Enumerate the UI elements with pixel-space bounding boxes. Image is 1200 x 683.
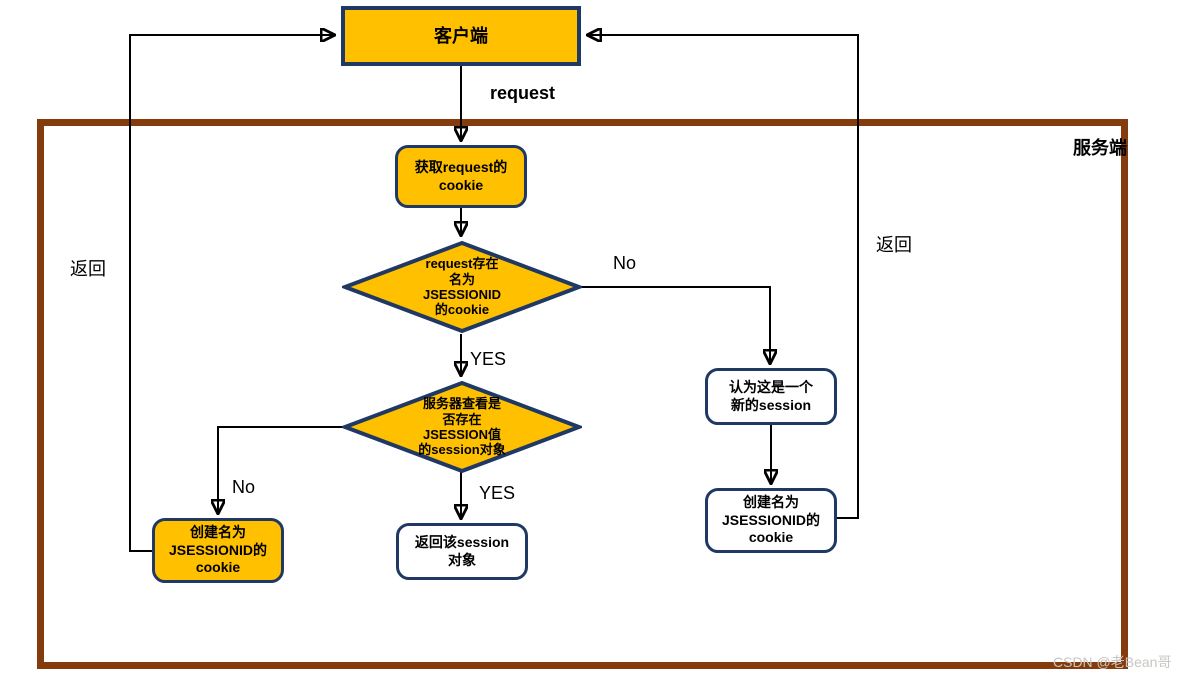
diamond-text: 服务器查看是 否存在 JSESSION值 的session对象 <box>418 396 506 458</box>
edge-check1-no-to-newsession <box>580 286 770 362</box>
label-yes-cookie: YES <box>470 349 507 369</box>
diamond-shape <box>339 240 585 334</box>
node-check-session-object: 服务器查看是 否存在 JSESSION值 的session对象 <box>339 380 585 474</box>
node-create-cookie-right: 创建名为 JSESSIONID的 cookie <box>705 488 837 553</box>
edge-check2-no-to-createcookie-left <box>218 426 344 512</box>
label-return-right: 返回 <box>876 235 912 255</box>
node-get-cookie: 获取request的 cookie <box>395 145 527 208</box>
label-yes-session: YES <box>479 483 516 503</box>
edge-return-left-to-client <box>129 35 333 552</box>
node-new-session: 认为这是一个 新的session <box>705 368 837 425</box>
node-client: 客户端 <box>341 6 581 66</box>
edge-return-right-to-client <box>589 35 859 519</box>
label-no-cookie: No <box>613 253 637 273</box>
label-request: request <box>490 83 556 103</box>
diamond-text: request存在 名为 JSESSIONID 的cookie <box>422 256 502 318</box>
node-create-cookie-left: 创建名为 JSESSIONID的 cookie <box>152 518 284 583</box>
watermark-text: CSDN @老Bean哥 <box>1053 654 1172 670</box>
node-return-session: 返回该session 对象 <box>396 523 528 580</box>
node-check-jsessionid-cookie: request存在 名为 JSESSIONID 的cookie <box>339 240 585 334</box>
server-region-box <box>37 119 1128 669</box>
diamond-shape <box>339 380 585 474</box>
label-return-left: 返回 <box>70 259 106 279</box>
server-region-label: 服务端 <box>1073 138 1127 158</box>
label-no-session: No <box>232 477 256 497</box>
